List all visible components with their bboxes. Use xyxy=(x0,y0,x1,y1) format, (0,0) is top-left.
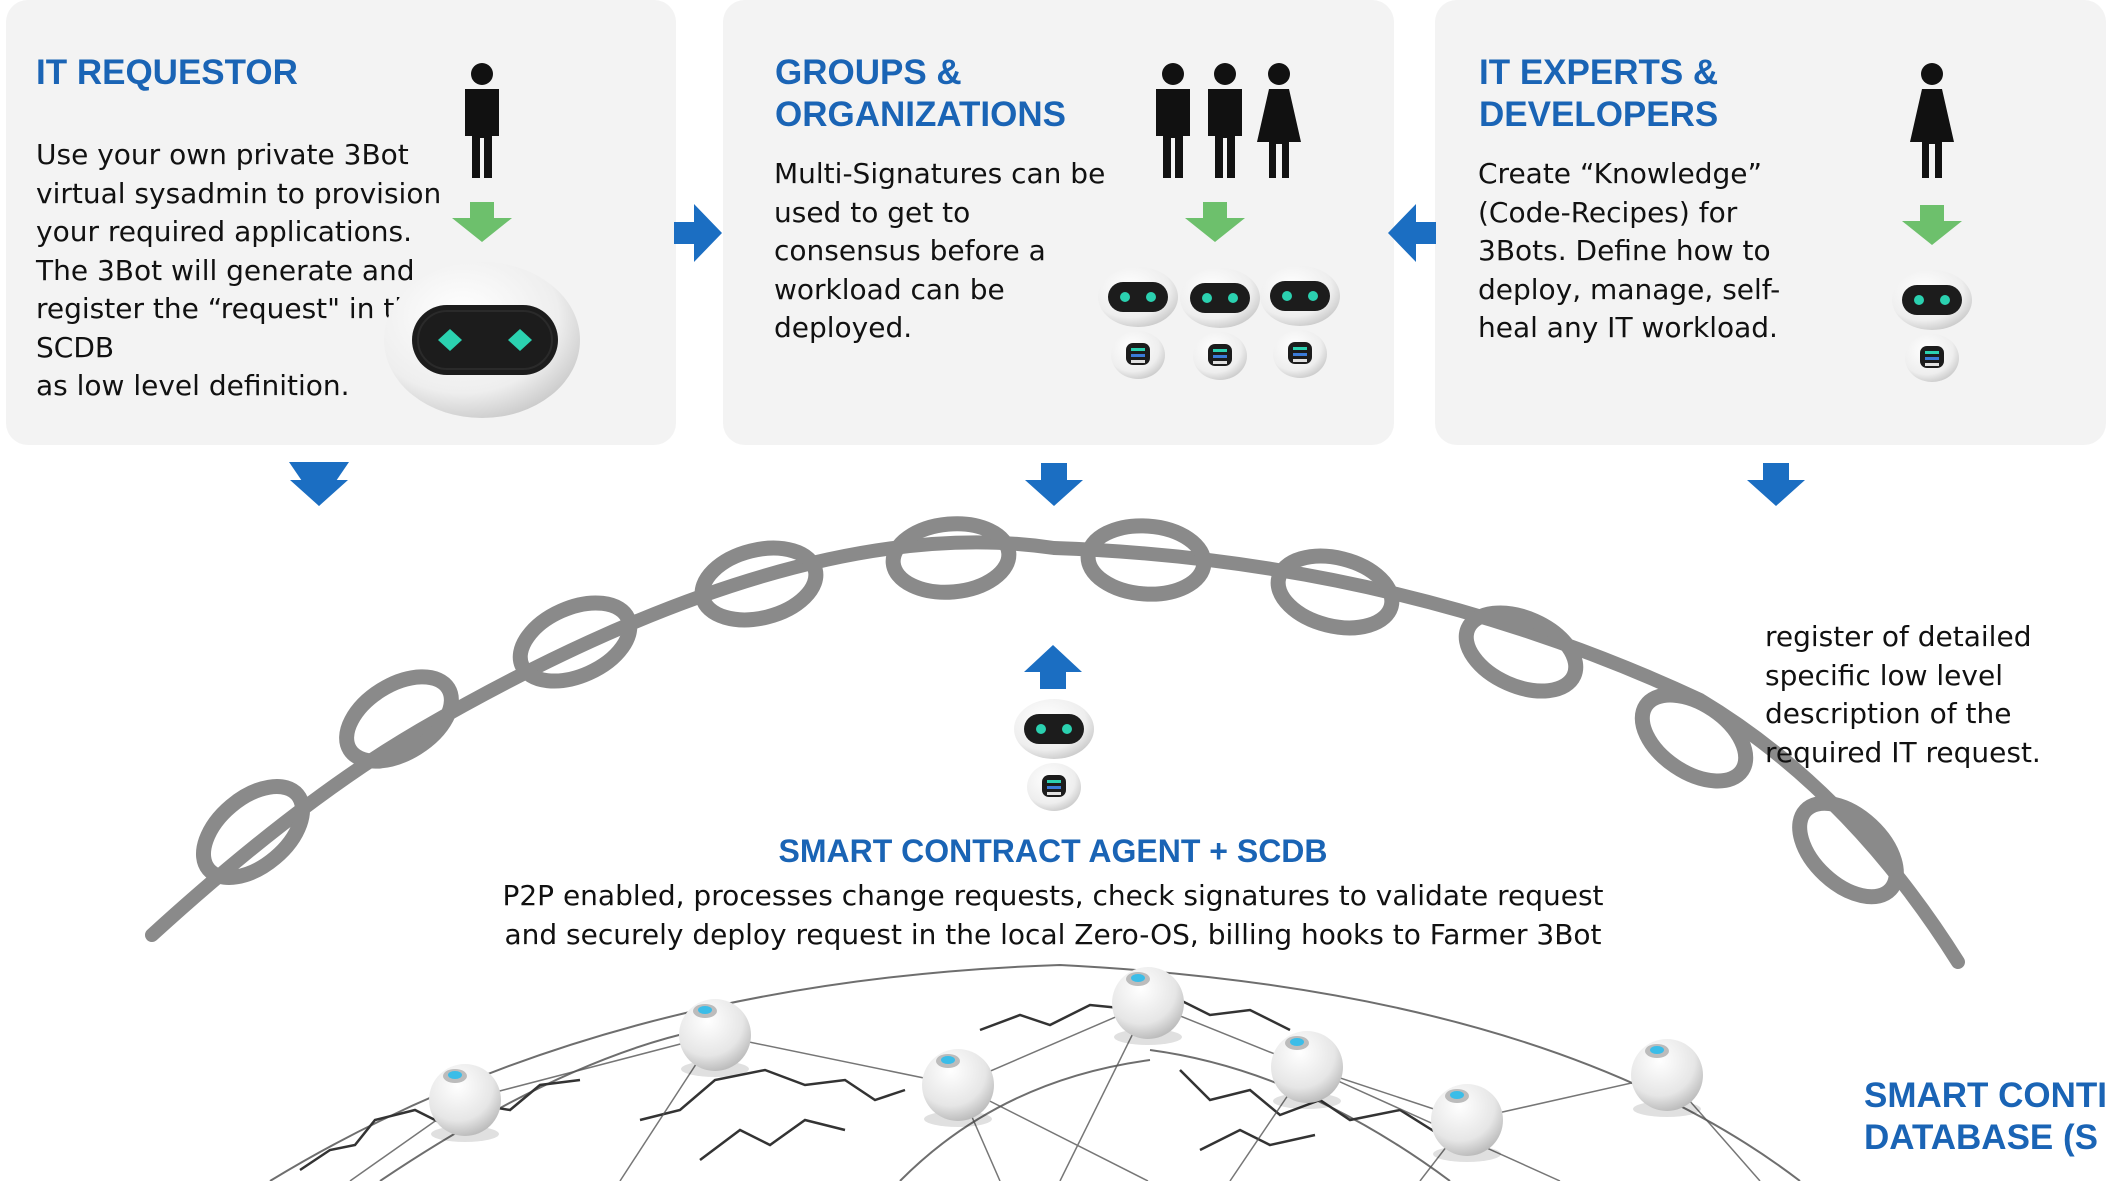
person-icon-requestor xyxy=(465,63,499,178)
3bot-icon-expert xyxy=(1892,270,1972,382)
agent-description: P2P enabled, processes change requests, … xyxy=(502,879,1604,951)
arrow-down-blue-experts xyxy=(1747,463,1805,506)
panel-title-it-requestor: IT REQUESTOR xyxy=(36,53,298,92)
person-icon-experts xyxy=(1910,63,1954,178)
arrow-down-green-groups xyxy=(1185,202,1245,242)
panel-title-it-experts-developers: IT EXPERTS & DEVELOPERS xyxy=(1479,53,1719,134)
panel-body-groups-organizations: Multi-Signatures can be used to get to c… xyxy=(774,157,1106,344)
3bot-icon-large xyxy=(384,262,580,418)
3bot-icon-group xyxy=(1098,266,1340,380)
blockchain-chain-icon xyxy=(145,516,1965,969)
arrow-left-blue xyxy=(1388,204,1436,262)
people-icon-groups xyxy=(1156,63,1301,178)
panel-it-requestor: IT REQUESTOR Use your own private 3Bot v… xyxy=(6,0,676,445)
arrow-down-green-experts xyxy=(1902,205,1962,245)
arrow-down-blue-groups xyxy=(1025,463,1083,506)
arrow-right-blue xyxy=(674,204,722,262)
scdb-description: register of detailed specific low level … xyxy=(1765,620,2041,769)
panel-body-it-experts-developers: Create “Knowledge” (Code-Recipes) for 3B… xyxy=(1478,157,1781,344)
3bot-icon-agent xyxy=(1014,699,1094,811)
globe-network-icon xyxy=(269,963,1801,1181)
agent-title: SMART CONTRACT AGENT + SCDB xyxy=(778,833,1328,869)
panel-it-experts-developers: IT EXPERTS & DEVELOPERS Create “Knowledg… xyxy=(1435,0,2106,445)
panel-title-groups-organizations: GROUPS & ORGANIZATIONS xyxy=(775,53,1067,134)
arrow-up-blue-agent xyxy=(1024,645,1082,689)
arrow-down-green-requestor xyxy=(452,202,512,242)
arrow-down-blue-requestor xyxy=(289,462,349,506)
scdb-label: SMART CONTI DATABASE (S xyxy=(1862,991,2106,1201)
scdb-label-text: SMART CONTI DATABASE (S xyxy=(1864,1076,2106,1157)
